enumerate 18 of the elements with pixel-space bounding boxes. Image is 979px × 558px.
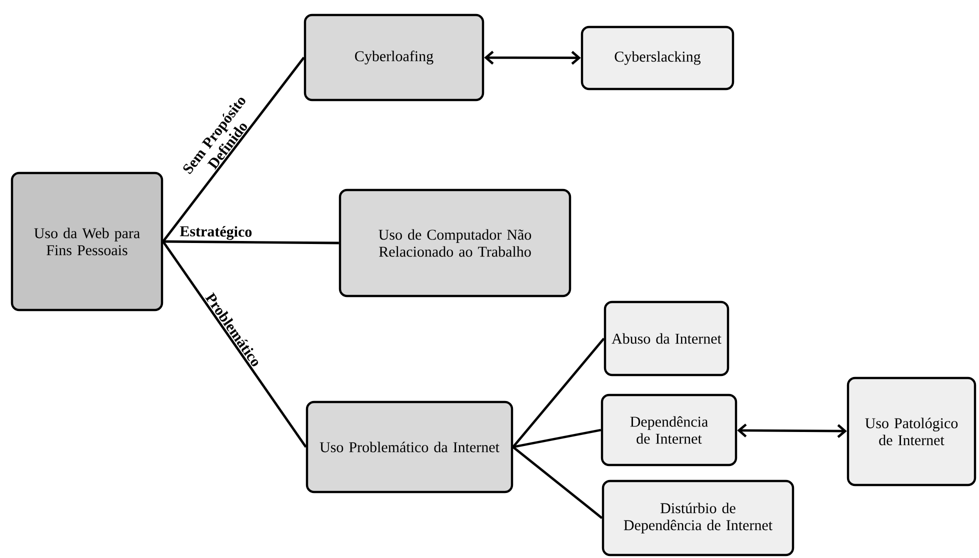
box: Uso da Web para Fins Pessoais [10,172,164,312]
box: Uso Patológico de Internet [846,376,976,486]
box: Cyberloafing [304,14,484,102]
arrow [484,50,581,65]
box: Uso Problemático da Internet [306,400,514,494]
connector-line [512,446,603,519]
connector-line [512,428,602,448]
arrow [737,424,847,438]
connector-line [162,240,307,448]
connector-line [163,240,339,244]
box: Uso de Computador Não Relacionado ao Trabalho [338,188,572,298]
box: Abuso da Internet [604,300,730,376]
box: Distúrbio de Dependência de Internet [602,480,794,556]
box: Dependência de Internet [600,394,738,466]
edge-label: Estratégico [180,226,252,240]
box: Cyberslacking [580,26,734,90]
connector-line [512,338,605,448]
connector-line [162,56,305,242]
